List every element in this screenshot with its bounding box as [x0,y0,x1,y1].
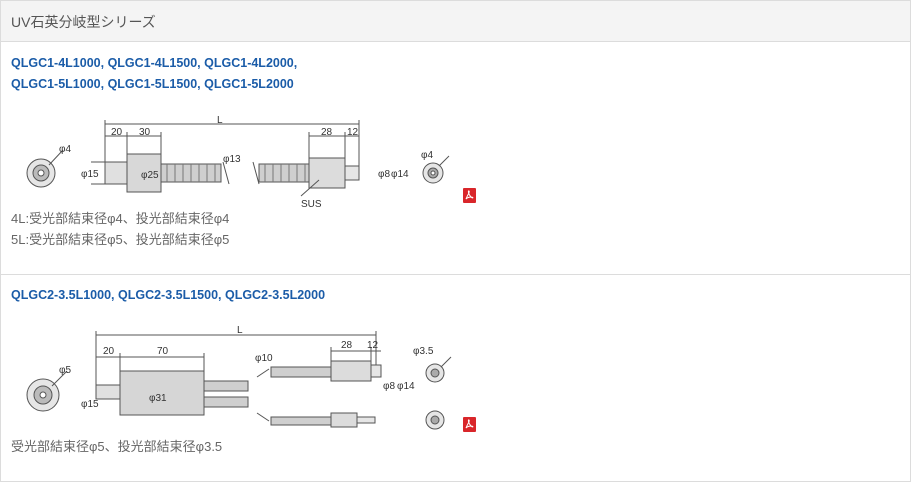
model-link-line-1[interactable]: QLGC1-4L1000, QLGC1-4L1500, QLGC1-4L2000… [11,56,298,70]
dim-12: 12 [347,127,359,138]
dim2-phi8: φ8 [383,381,395,392]
dim-phi8: φ8 [378,169,390,180]
label-sus: SUS [301,199,322,210]
dim-20: 20 [111,127,123,138]
product-section-qlgc2: QLGC2-3.5L1000, QLGC2-3.5L1500, QLGC2-3.… [1,275,910,481]
pdf-icon[interactable] [463,188,476,203]
dim2-phi14: φ14 [397,381,415,392]
dim2-phi35: φ3.5 [413,346,434,357]
dim-phi14: φ14 [391,169,409,180]
model-link-line-2[interactable]: QLGC1-5L1000, QLGC1-5L1500, QLGC1-5L2000 [11,77,294,91]
dim2-12: 12 [367,340,379,351]
dim2-28: 28 [341,340,353,351]
dim-30: 30 [139,127,151,138]
dim-phi13: φ13 [223,154,241,165]
product-section-qlgc1: QLGC1-4L1000, QLGC1-4L1500, QLGC1-4L2000… [1,42,910,275]
dim2-20: 20 [103,346,115,357]
dim-phi15: φ15 [81,169,99,180]
dim-phi25: φ25 [141,170,159,181]
dim-28: 28 [321,127,333,138]
dim2-70: 70 [157,346,169,357]
dim2-L: L [237,325,243,336]
dim2-phi31: φ31 [149,393,167,404]
pdf-icon[interactable] [463,417,476,432]
dim2-phi10: φ10 [255,353,273,364]
dim2-phi15: φ15 [81,399,99,410]
model-link-line-3[interactable]: QLGC2-3.5L1000, QLGC2-3.5L1500, QLGC2-3.… [11,288,326,302]
drawing-qlgc2: L 20 70 φ10 28 12 φ3.5 φ5 φ15 φ31 φ8 φ14 [26,325,452,430]
dim-L: L [217,115,223,126]
note-4l: 4L:受光部結束径φ4、投光部結束径φ4 [11,211,230,226]
dim2-phi5: φ5 [59,365,71,376]
dim-phi4-right: φ4 [421,150,433,161]
panel-header: UV石英分岐型シリーズ [1,1,910,42]
dim-phi4-left: φ4 [59,144,71,155]
note-5l: 5L:受光部結束径φ5、投光部結束径φ5 [11,232,230,247]
panel-title: UV石英分岐型シリーズ [11,14,156,30]
note-qlgc2: 受光部結束径φ5、投光部結束径φ3.5 [11,439,223,454]
drawing-qlgc1: 20 30 L 28 12 φ4 φ15 φ25 φ13 φ8 φ14 φ4 S… [26,115,450,210]
